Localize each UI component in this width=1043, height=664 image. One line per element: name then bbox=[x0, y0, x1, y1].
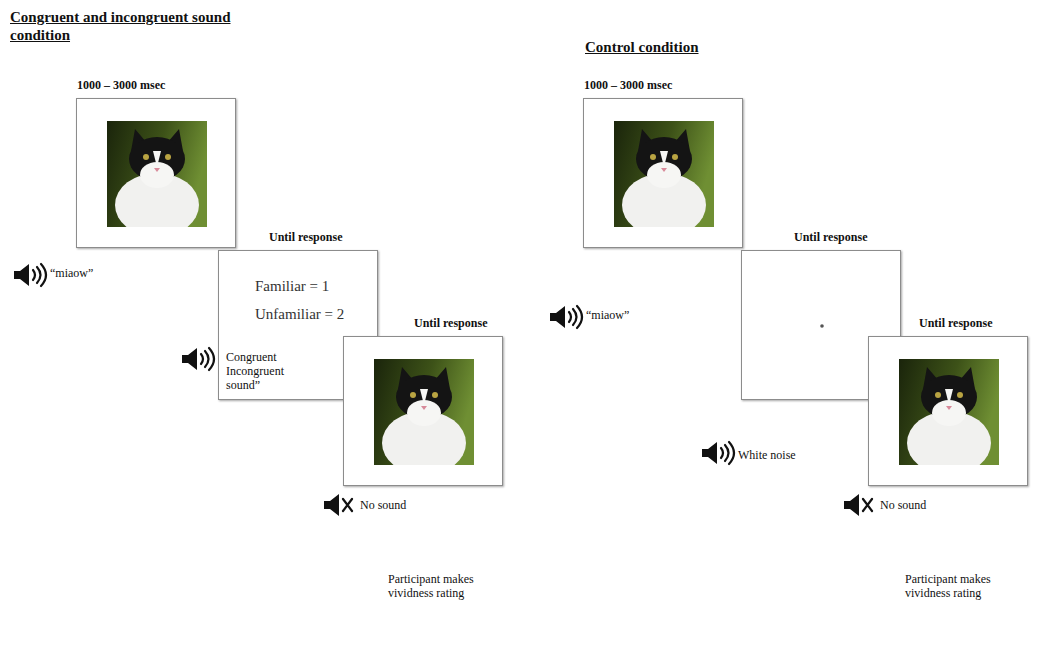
sound-label: White noise bbox=[738, 448, 828, 462]
response-option: Unfamiliar = 2 bbox=[255, 305, 344, 323]
screen-frame: 1000 – 3000 msec bbox=[76, 98, 236, 248]
timing-label: Until response bbox=[269, 230, 342, 244]
sound-label: “miaow” bbox=[50, 266, 130, 280]
speaker-icon bbox=[14, 264, 46, 286]
screen-frame: 1000 – 3000 msec bbox=[583, 98, 743, 248]
timing-label: Until response bbox=[919, 316, 992, 330]
cat-photo bbox=[899, 359, 999, 465]
timing-label: 1000 – 3000 msec bbox=[77, 78, 165, 92]
speaker-icon bbox=[702, 442, 734, 464]
timing-label: Until response bbox=[794, 230, 867, 244]
speaker-icon bbox=[550, 306, 582, 328]
muted-speaker-icon bbox=[324, 494, 352, 516]
cat-photo bbox=[614, 121, 714, 227]
instruction-note: Participant makes vividness rating bbox=[388, 572, 506, 600]
timing-label: 1000 – 3000 msec bbox=[584, 78, 672, 92]
screen-frame: Until response bbox=[868, 336, 1028, 486]
cat-photo bbox=[374, 359, 474, 465]
condition-heading: Congruent and incongruent sound conditio… bbox=[10, 8, 260, 44]
speaker-icon bbox=[182, 348, 214, 370]
screen-frame: Until response bbox=[343, 336, 503, 486]
instruction-note: Participant makes vividness rating bbox=[905, 572, 1023, 600]
cat-photo bbox=[107, 121, 207, 227]
timing-label: Until response bbox=[414, 316, 487, 330]
sound-label: Congruent Incongruent sound” bbox=[226, 350, 310, 392]
sound-label: No sound bbox=[360, 498, 440, 512]
response-option: Familiar = 1 bbox=[255, 277, 329, 295]
condition-heading: Control condition bbox=[585, 38, 825, 56]
fixation-dot bbox=[818, 322, 826, 330]
sound-label: No sound bbox=[880, 498, 960, 512]
sound-label: “miaow” bbox=[586, 308, 666, 322]
muted-speaker-icon bbox=[844, 494, 872, 516]
